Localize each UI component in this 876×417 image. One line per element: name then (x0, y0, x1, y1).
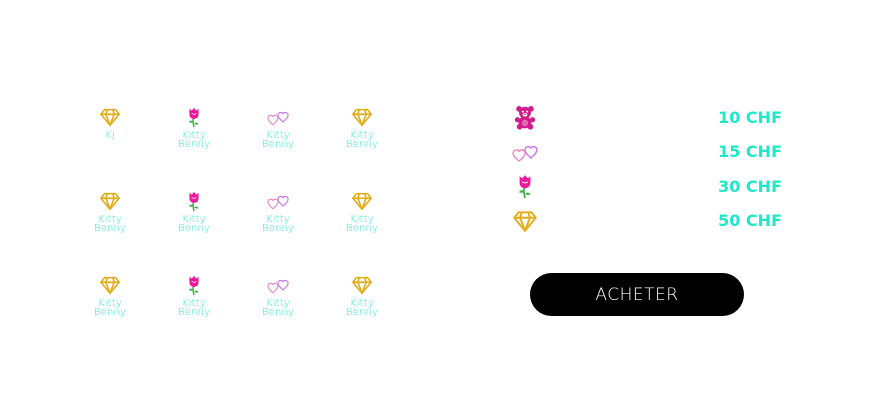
gift-name: Kitty (181, 298, 207, 309)
price-list: 10 CHF 15 CHF 30 CHF 50 CHF (512, 100, 782, 238)
gift-name: Kitty (265, 130, 291, 141)
gift-grid: KJ Kitty Benny Kitty Benny (68, 100, 404, 352)
rose-icon (512, 173, 538, 199)
diamond-icon (512, 208, 538, 234)
rose-icon (183, 184, 205, 212)
gift-sender: Benny (345, 307, 379, 318)
gift-name: Kitty (97, 214, 123, 225)
gift-sender: Benny (93, 307, 127, 318)
gift-name: Kitty (349, 130, 375, 141)
gift-label: Kitty Benny (177, 130, 211, 150)
gift-name: Kitty (349, 298, 375, 309)
price-option-diamond[interactable]: 50 CHF (512, 204, 782, 239)
gift-label: Kitty Benny (177, 214, 211, 234)
diamond-icon (351, 100, 373, 128)
gift-name: Kitty (181, 214, 207, 225)
gift-sender: Benny (261, 223, 295, 234)
rose-icon (183, 100, 205, 128)
gift-sender: Benny (345, 223, 379, 234)
gift-item[interactable]: KJ (68, 100, 152, 184)
gift-label: Kitty Benny (345, 214, 379, 234)
gift-name: Kitty (265, 298, 291, 309)
price-value: 15 CHF (718, 142, 782, 162)
gift-item[interactable]: Kitty Benny (152, 100, 236, 184)
gift-sender: Benny (93, 223, 127, 234)
gift-label: Kitty Benny (261, 214, 295, 234)
gift-item[interactable]: Kitty Benny (152, 184, 236, 268)
diamond-icon (99, 100, 121, 128)
gift-sender: Benny (261, 139, 295, 150)
price-value: 50 CHF (718, 211, 782, 231)
gift-name: Kitty (265, 214, 291, 225)
gift-sender: Benny (177, 307, 211, 318)
diamond-icon (99, 184, 121, 212)
price-option-teddy[interactable]: 10 CHF (512, 100, 782, 135)
diamond-icon (351, 268, 373, 296)
buy-button[interactable]: ACHETER (530, 273, 744, 316)
gift-row: Kitty Benny Kitty Benny Kitty Benny (68, 184, 404, 268)
teddy-bear-icon (512, 104, 538, 130)
price-option-hearts[interactable]: 15 CHF (512, 135, 782, 170)
hearts-icon (512, 139, 538, 165)
rose-icon (183, 268, 205, 296)
gift-sender: Benny (345, 139, 379, 150)
gift-label: Kitty Benny (345, 298, 379, 318)
gift-label: Kitty Benny (93, 298, 127, 318)
gift-item[interactable]: Kitty Benny (320, 100, 404, 184)
gift-label: KJ (105, 130, 115, 141)
gift-label: Kitty Benny (261, 298, 295, 318)
gift-label: Kitty Benny (345, 130, 379, 150)
diamond-icon (99, 268, 121, 296)
diamond-icon (351, 184, 373, 212)
gift-name: Kitty (181, 130, 207, 141)
gift-item[interactable]: Kitty Benny (68, 268, 152, 352)
gift-item[interactable]: Kitty Benny (68, 184, 152, 268)
price-value: 30 CHF (718, 176, 782, 196)
gift-name: Kitty (97, 298, 123, 309)
gift-label: Kitty Benny (177, 298, 211, 318)
gift-sender: Benny (177, 139, 211, 150)
gift-item[interactable]: Kitty Benny (320, 184, 404, 268)
gift-item[interactable]: Kitty Benny (320, 268, 404, 352)
gift-sender: Benny (177, 223, 211, 234)
gift-item[interactable]: Kitty Benny (236, 268, 320, 352)
gift-label: Kitty Benny (261, 130, 295, 150)
hearts-icon (267, 184, 289, 212)
hearts-icon (267, 268, 289, 296)
price-value: 10 CHF (718, 107, 782, 127)
gift-name: Kitty (349, 214, 375, 225)
gift-name: KJ (105, 130, 115, 141)
gift-item[interactable]: Kitty Benny (236, 184, 320, 268)
gift-item[interactable]: Kitty Benny (236, 100, 320, 184)
gift-sender: Benny (261, 307, 295, 318)
gift-item[interactable]: Kitty Benny (152, 268, 236, 352)
gift-row: KJ Kitty Benny Kitty Benny (68, 100, 404, 184)
gift-label: Kitty Benny (93, 214, 127, 234)
hearts-icon (267, 100, 289, 128)
gift-row: Kitty Benny Kitty Benny Kitty Benny (68, 268, 404, 352)
price-option-rose[interactable]: 30 CHF (512, 169, 782, 204)
